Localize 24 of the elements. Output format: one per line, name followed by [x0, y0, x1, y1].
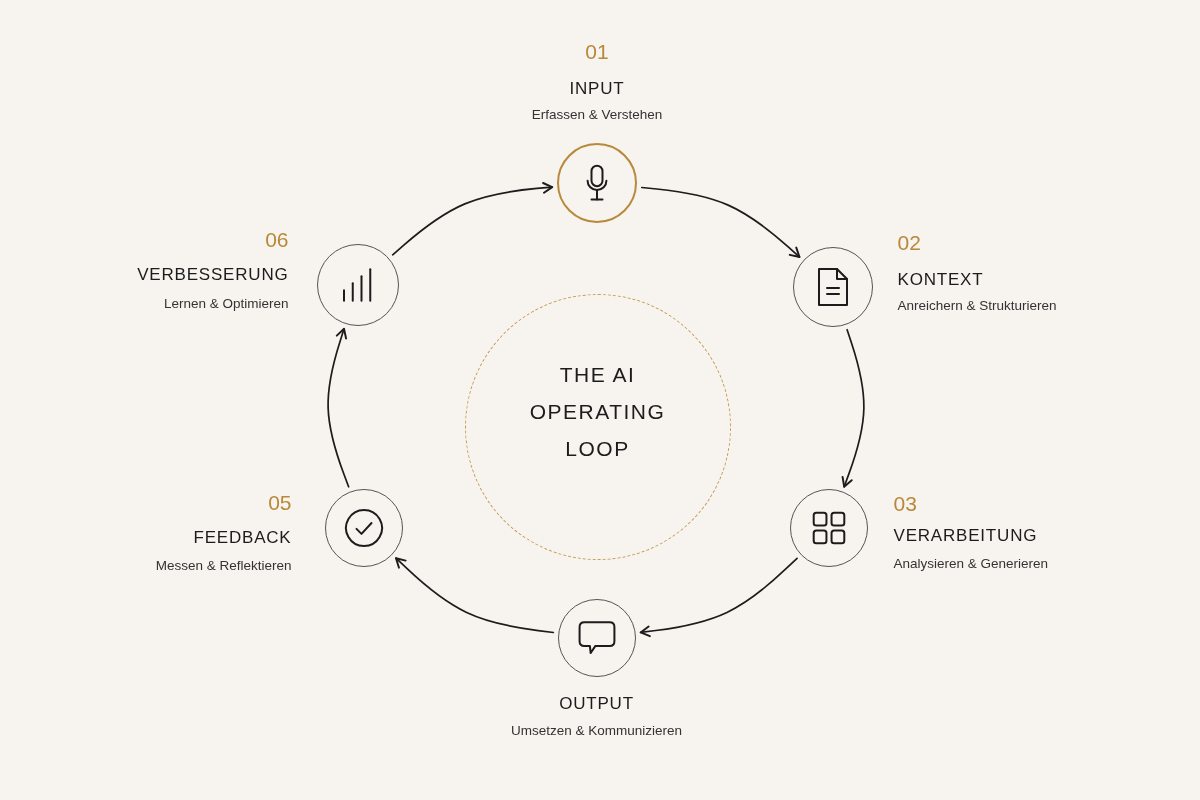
step-number: 03: [893, 490, 917, 517]
step-subtitle: Messen & Reflektieren: [155, 557, 292, 574]
step-subtitle: Umsetzen & Kommunizieren: [510, 722, 683, 739]
step-subtitle: Lernen & Optimieren: [163, 295, 289, 312]
loop-title: THE AI OPERATING LOOP: [528, 361, 667, 461]
step-subtitle: Analysieren & Generieren: [893, 555, 1049, 572]
step-subtitle: Anreichern & Strukturieren: [897, 297, 1057, 314]
arrow: [841, 328, 865, 488]
step-title: OUTPUT: [559, 693, 634, 714]
step-number: 01: [585, 39, 609, 65]
step-number: 05: [268, 489, 292, 516]
step-title: FEEDBACK: [193, 527, 292, 548]
step-title: VERARBEITUNG: [893, 525, 1038, 546]
arrow: [391, 182, 554, 256]
step-title: KONTEXT: [897, 269, 984, 290]
step-title: INPUT: [569, 78, 625, 100]
arrow: [327, 327, 350, 488]
arrow: [395, 557, 555, 634]
arrow: [640, 186, 801, 258]
step-subtitle: Erfassen & Verstehen: [531, 106, 663, 124]
step-title: VERBESSERUNG: [137, 264, 289, 285]
arrow: [639, 557, 798, 638]
step-number: 06: [265, 226, 289, 253]
step-number: 02: [897, 229, 921, 256]
